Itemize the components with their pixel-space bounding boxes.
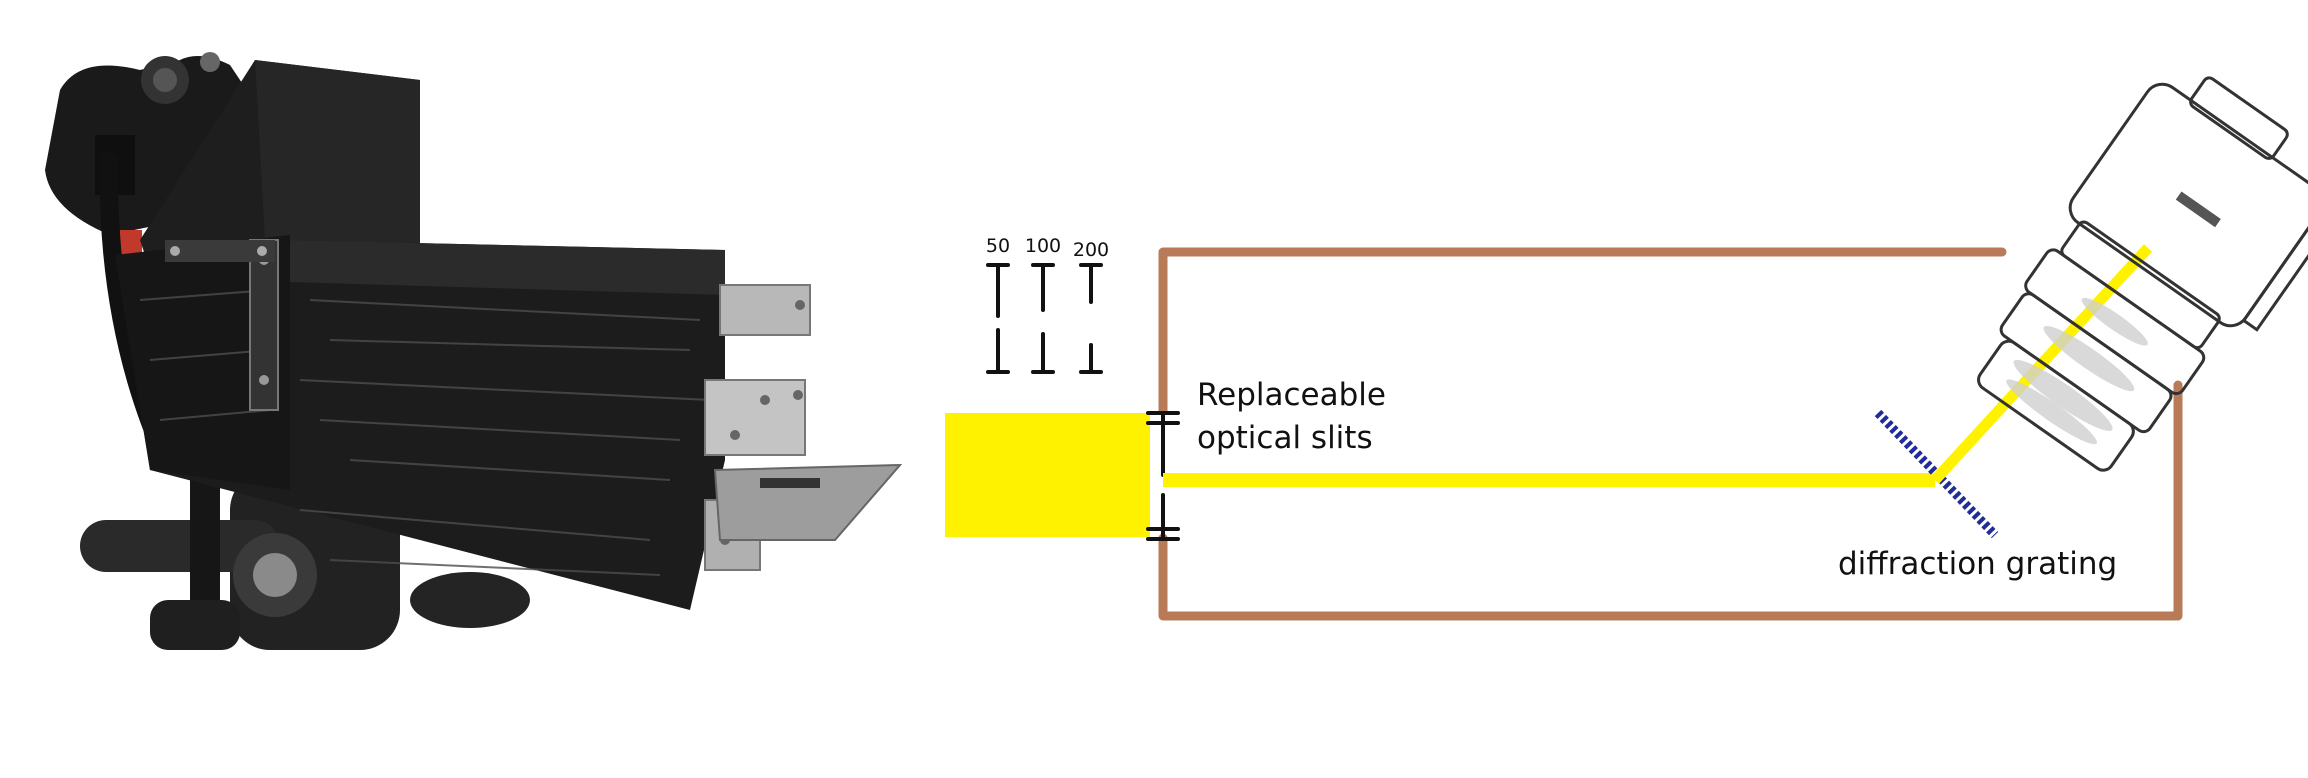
incoming-light [945,413,1150,537]
slit-width-label-200: 200 [1073,239,1109,261]
grating-label: diffraction grating [1838,546,2117,582]
camera-icon [1977,76,2308,472]
enclosure-walls [1158,247,2183,621]
slit-width-label-100: 100 [1025,235,1061,257]
schematic-diagram: 50 100 200 [945,76,2308,621]
slit-width-label-50: 50 [986,235,1010,257]
wooden-box [115,235,725,610]
slit-width-legend: 50 100 200 [986,235,1109,374]
diffracted-beam [1930,244,2153,484]
slit-assembly [1146,411,1180,541]
enclosure-bottom-wall [1158,380,2183,621]
metal-brackets [704,284,903,571]
slit-label-line2: optical slits [1197,420,1373,456]
slit-plate [713,463,903,541]
slit-symbol-100 [1031,263,1055,374]
slit-label-line1: Replaceable [1197,377,1386,413]
slit-symbol-200 [1079,263,1103,374]
slit-symbol-50 [986,263,1010,374]
spectrometer-photo [45,52,903,650]
enclosure-top-wall [1158,247,2007,416]
